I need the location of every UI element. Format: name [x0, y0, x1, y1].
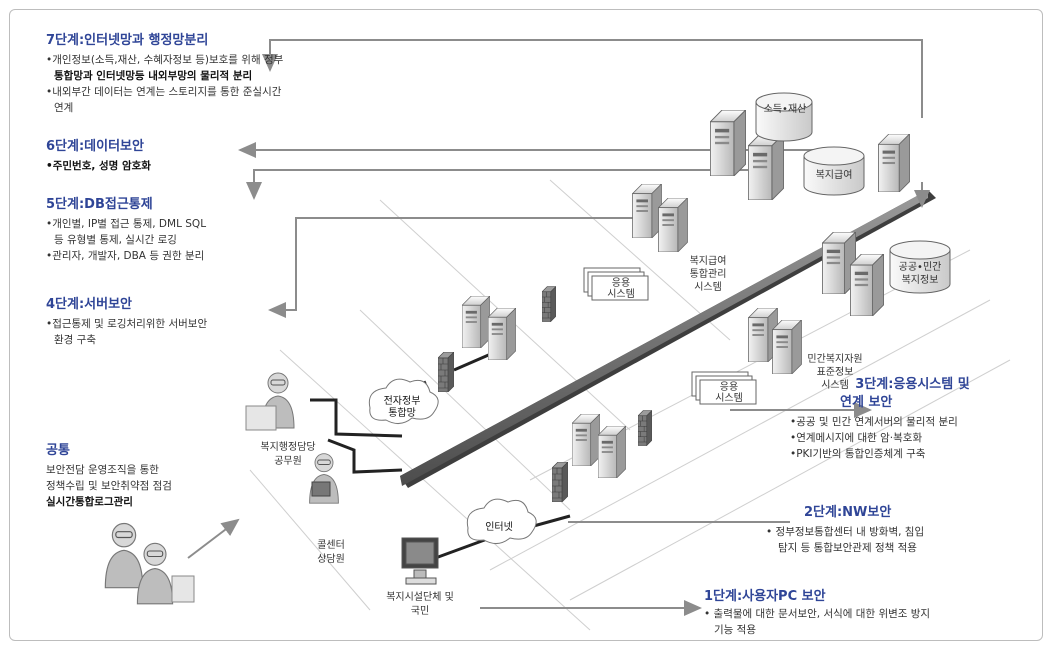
- step7-line: 연계: [54, 102, 74, 114]
- call-center-label-2: 상담원: [317, 554, 345, 565]
- step1-line: 기능 적용: [714, 624, 756, 636]
- step2-heading: 2단계:NW보안: [804, 505, 892, 520]
- official-label-2: 공무원: [274, 456, 302, 467]
- step3-line: •연계메시지에 대한 암·복호화: [790, 432, 923, 444]
- step7-heading: 7단계:인터넷망과 행정망분리: [46, 33, 209, 48]
- app-system-upper-label-2: 시스템: [607, 289, 635, 300]
- cloud-icon-group: [368, 378, 537, 544]
- step5-line: •개인별, IP별 접근 통제, DML SQL: [46, 218, 207, 230]
- facility-label: 복지시설단체 및: [386, 592, 454, 603]
- step1-block: 1단계:사용자PC 보안 • 출력물에 대한 문서보안, 서식에 대한 위변조 …: [704, 588, 1034, 638]
- step2-line: 탐지 등 통합보안관제 정책 적용: [778, 542, 917, 554]
- step7-block: 7단계:인터넷망과 행정망분리 •개인정보(소득,재산, 수혜자정보 등)보호를…: [46, 32, 406, 116]
- app-system-lower-label: 응용: [719, 382, 739, 393]
- db-public-private-label-2: 복지정보: [901, 275, 939, 286]
- step7-line: •개인정보(소득,재산, 수혜자정보 등)보호를 위해 정부: [46, 54, 284, 66]
- step5-line: •관리자, 개발자, DBA 등 권한 분리: [46, 250, 205, 262]
- gov-network-label-2: 통합망: [388, 408, 416, 419]
- common-line: 실시간통합로그관리: [46, 496, 133, 508]
- database-icon-group: [755, 92, 951, 294]
- step2-block: 2단계:NW보안 • 정부정보통합센터 내 방화벽, 침입 탐지 등 통합보안관…: [766, 504, 1036, 556]
- internet-label: 인터넷: [485, 522, 513, 533]
- welfare-system-label-3: 시스템: [694, 282, 722, 293]
- welfare-system-label: 복지급여: [689, 256, 727, 267]
- diagram-frame: 7단계:인터넷망과 행정망분리 •개인정보(소득,재산, 수혜자정보 등)보호를…: [9, 9, 1043, 641]
- private-system-label-3: 시스템: [821, 380, 849, 391]
- network-diagram: [104, 39, 1011, 631]
- app-system-lower-label-2: 시스템: [715, 393, 743, 404]
- common-line: 정책수립 및 보안취약점 점검: [46, 480, 172, 492]
- official-label: 복지행정담당: [260, 442, 316, 453]
- app-system-icon: [583, 267, 757, 405]
- step7-line: 통합망과 인터넷망등 내외부망의 물리적 분리: [54, 70, 253, 82]
- common-block: 공통 보안전담 운영조직을 통한 정책수립 및 보안취약점 점검 실시간통합로그…: [46, 442, 266, 510]
- call-center-label: 콜센터: [317, 540, 345, 551]
- private-system-label: 민간복지자원: [807, 354, 863, 365]
- step6-heading: 6단계:데이터보안: [46, 139, 144, 154]
- step4-block: 4단계:서버보안 •접근통제 및 로깅처리위한 서버보안 환경 구축: [46, 296, 286, 348]
- step6-block: 6단계:데이터보안 •주민번호, 성명 암호화: [46, 138, 266, 174]
- pc-icon: [401, 537, 439, 585]
- step6-line: •주민번호, 성명 암호화: [46, 160, 151, 172]
- common-heading: 공통: [46, 443, 70, 458]
- step3-line: •PKI기반의 통합인증체계 구축: [790, 448, 926, 460]
- person-icon-group: [104, 372, 339, 605]
- step2-line: • 정부정보통합센터 내 방화벽, 침입: [766, 526, 925, 538]
- step7-line: •내외부간 데이터는 연계는 스토리지를 통한 준실시간: [46, 86, 282, 98]
- step3-heading-2: 연계 보안: [840, 395, 893, 410]
- step3-heading: 3단계:응용시스템 및: [855, 377, 970, 392]
- step3-block: 3단계:응용시스템 및 연계 보안 •공공 및 민간 연계서버의 물리적 분리 …: [790, 376, 1035, 462]
- step4-heading: 4단계:서버보안: [46, 297, 133, 312]
- step1-heading: 1단계:사용자PC 보안: [704, 589, 826, 604]
- common-line: 보안전담 운영조직을 통한: [46, 464, 159, 476]
- app-system-upper-label: 응용: [611, 278, 631, 289]
- db-income-label: 소득•재산: [763, 104, 807, 115]
- step3-line: •공공 및 민간 연계서버의 물리적 분리: [790, 416, 958, 428]
- gov-network-label: 전자정부: [383, 396, 421, 407]
- welfare-system-label-2: 통합관리: [689, 269, 727, 280]
- network-separator-bar: [400, 190, 936, 488]
- step5-block: 5단계:DB접근통제 •개인별, IP별 접근 통제, DML SQL 등 유형…: [46, 196, 286, 264]
- step1-line: • 출력물에 대한 문서보안, 서식에 대한 위변조 방지: [704, 608, 931, 620]
- private-system-label-2: 표준정보: [816, 367, 854, 378]
- db-public-private-label: 공공•민간: [898, 262, 942, 273]
- facility-label-2: 국민: [410, 606, 430, 617]
- step5-heading: 5단계:DB접근통제: [46, 197, 153, 212]
- step5-line: 등 유형별 통제, 실시간 로깅: [54, 234, 177, 246]
- step4-line: 환경 구축: [54, 334, 96, 346]
- db-welfare-pay-label: 복지급여: [815, 170, 853, 181]
- step4-line: •접근통제 및 로깅처리위한 서버보안: [46, 318, 208, 330]
